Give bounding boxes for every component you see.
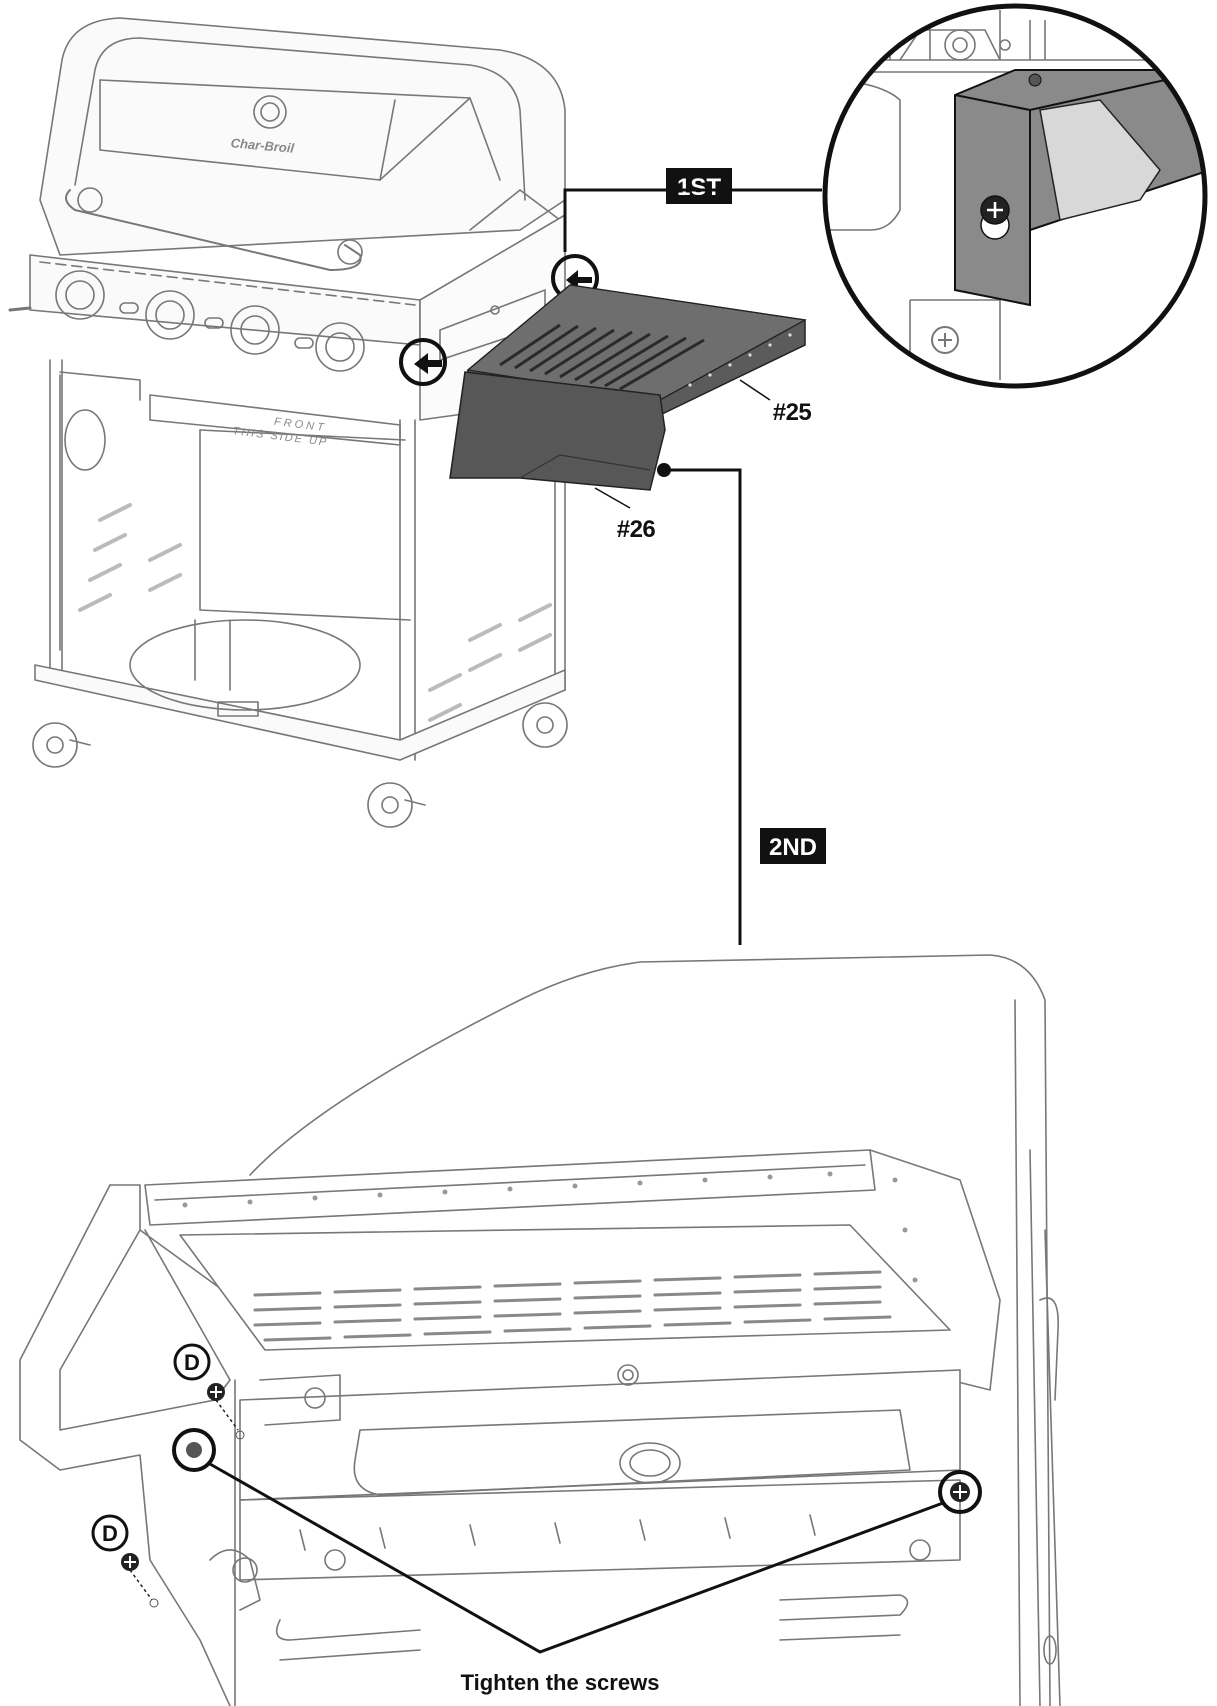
connector-2nd [664,468,742,945]
step-badge-1st [666,168,732,204]
screw-d-lower [121,1553,159,1608]
part-label-25: #25 [773,399,812,426]
control-panel [8,254,421,372]
step-badge-2nd [760,828,826,864]
tighten-screw-left [172,1428,216,1472]
screw-d-upper [207,1383,245,1440]
attach-arrow-lower [399,338,447,386]
connector-2nd-dot [657,463,671,477]
hardware-label-d-upper: D [184,1350,200,1375]
brand-logo-text: Char-Broil [230,135,295,156]
step-label-1st: 1ST [677,174,721,201]
hardware-badge-d-upper: D [173,1343,211,1381]
brand-logo: Char-Broil [230,95,295,156]
underside-detail-view [19,954,1061,1706]
tighten-screws-label: Tighten the screws [461,1670,660,1695]
hardware-badge-d-lower: D [91,1514,129,1552]
tighten-screw-right [938,1470,982,1514]
hardware-label-d-lower: D [102,1521,118,1546]
leader-line-25 [739,379,771,401]
tighten-leader-lines [209,1462,944,1654]
connector-1st [563,188,822,252]
shelf-bracket [449,371,666,491]
part-label-26: #26 [617,516,656,543]
leader-line-26 [594,487,631,509]
detail-zoom-circle [822,3,1208,389]
step-label-2nd: 2ND [769,834,817,861]
